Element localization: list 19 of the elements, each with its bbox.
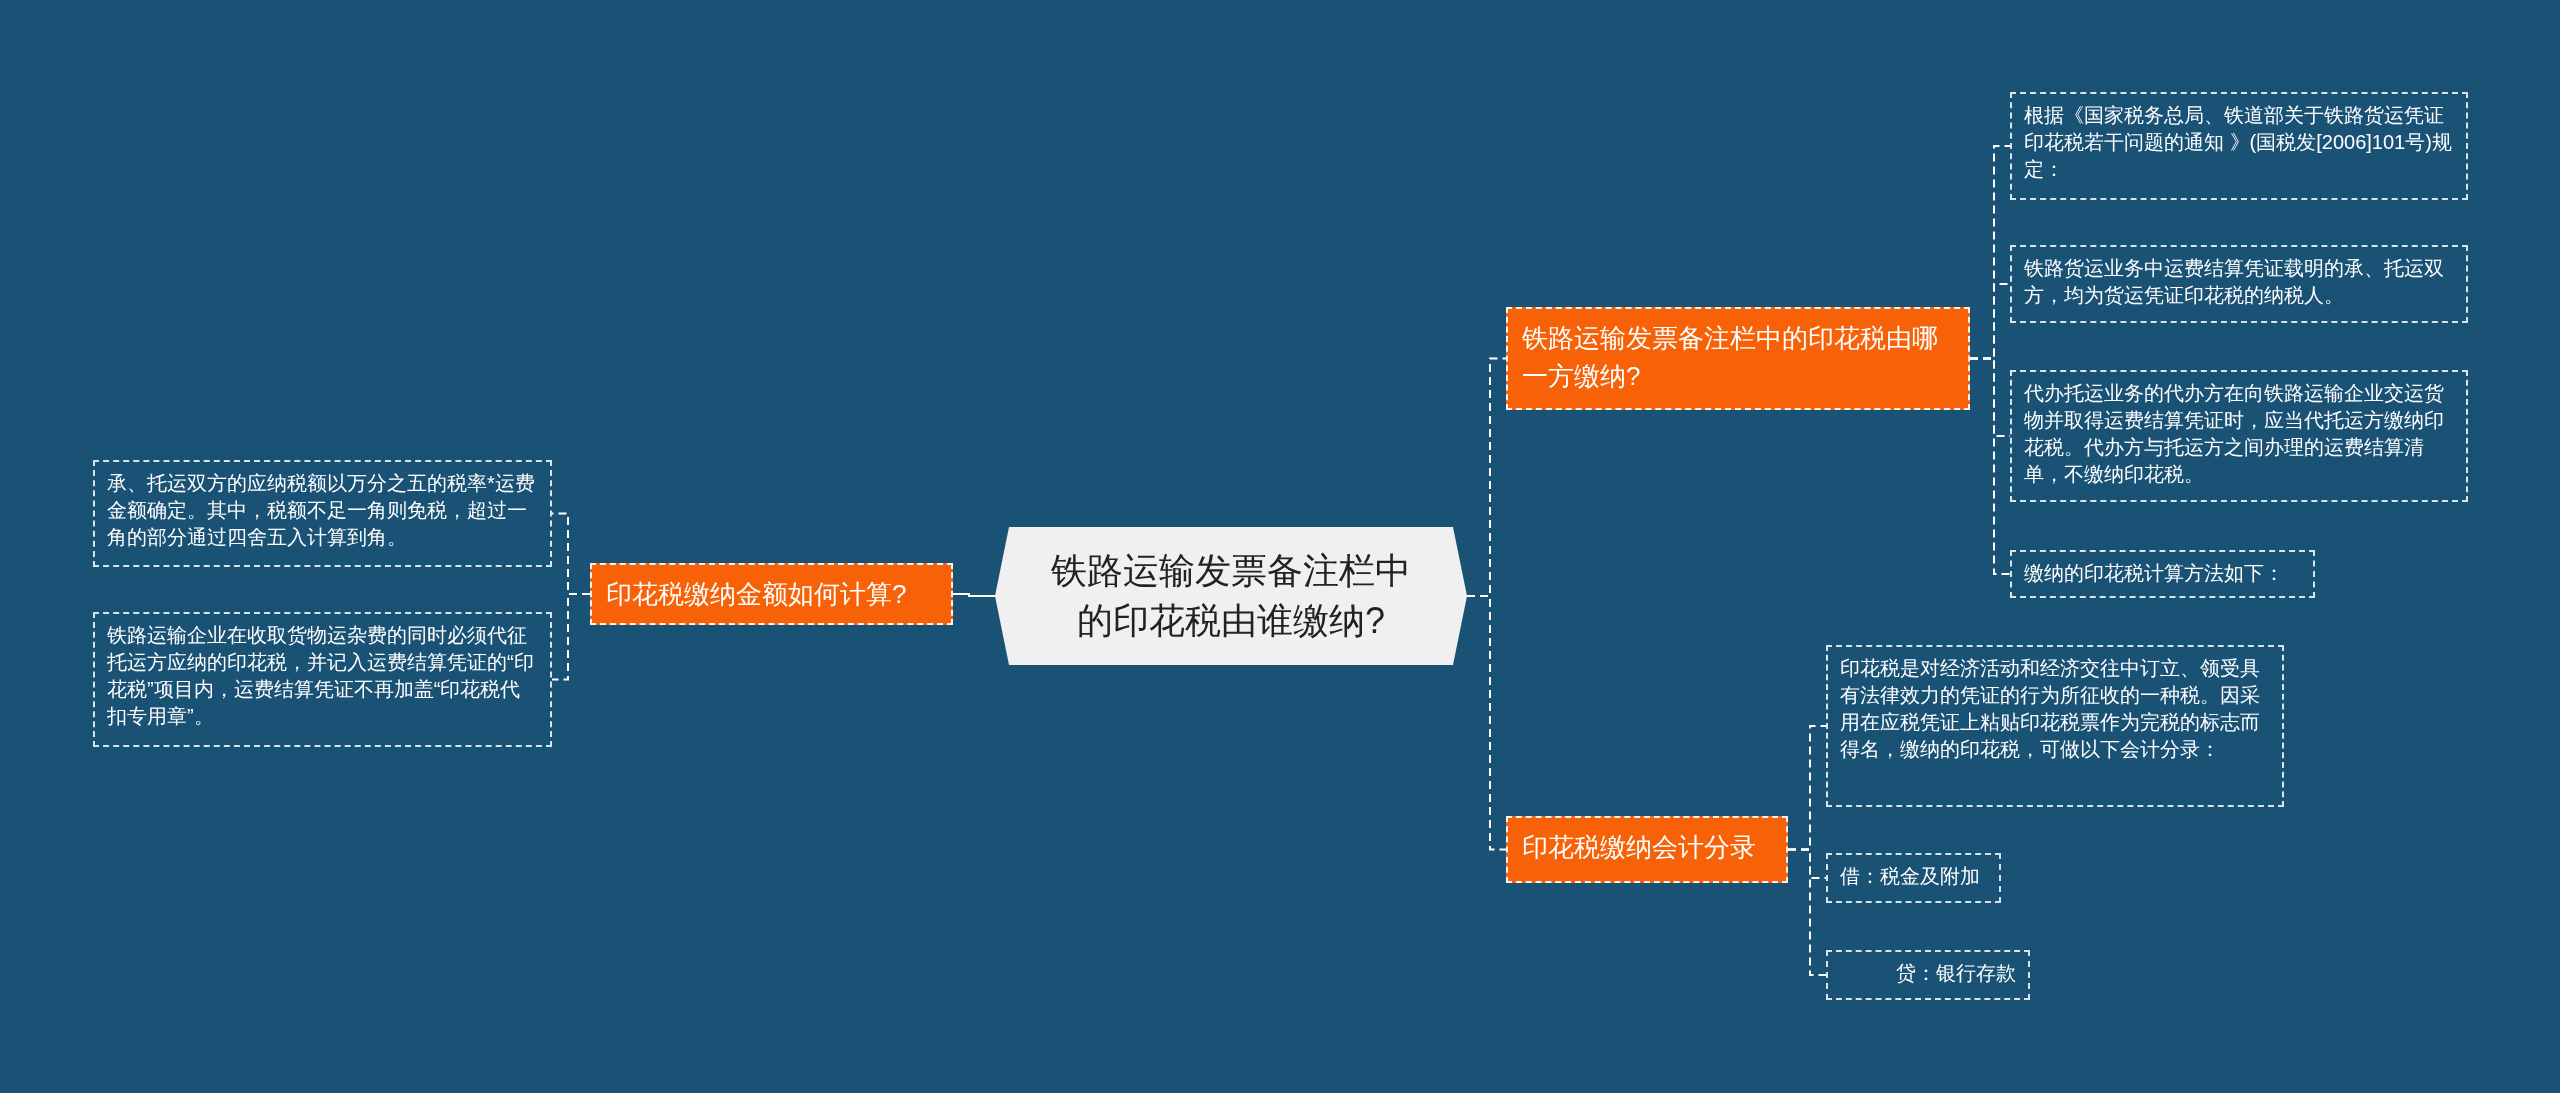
- topic-box: 铁路运输发票备注栏中的印花税由哪一方缴纳?: [1506, 307, 1970, 410]
- note-box: 铁路货运业务中运费结算凭证载明的承、托运双方，均为货运凭证印花税的纳税人。: [2010, 245, 2468, 323]
- connector-line: [551, 593, 591, 681]
- connector-line: [1466, 595, 1507, 851]
- note-box: 借：税金及附加: [1826, 853, 2001, 903]
- note-box: 承、托运双方的应纳税额以万分之五的税率*运费金额确定。其中，税额不足一角则免税，超过一角的部分通过四舍五入计算到角。: [93, 460, 552, 567]
- central-topic-hexagon: [995, 527, 1467, 665]
- topic-box: 印花税缴纳金额如何计算?: [590, 563, 953, 625]
- note-box: 根据《国家税务总局、铁道部关于铁路货运凭证印花税若干问题的通知 》(国税发[2006]101号)规定：: [2010, 92, 2468, 200]
- note-box: 印花税是对经济活动和经济交往中订立、领受具有法律效力的凭证的行为所征收的一种税。因采用在应税凭证上粘贴印花税票作为完税的标志而得名，缴纳的印花税，可做以下会计分录：: [1826, 645, 2284, 807]
- note-box: 代办托运业务的代办方在向铁路运输企业交运货物并取得运费结算凭证时，应当代托运方缴纳印花税。代办方与托运方之间办理的运费结算清单，不缴纳印花税。: [2010, 370, 2468, 502]
- note-box: 贷：银行存款: [1826, 950, 2030, 1000]
- note-box: 铁路运输企业在收取货物运杂费的同时必须代征托运方应纳的印花税，并记入运费结算凭证的“印花税”项目内，运费结算凭证不再加盖“印花税代扣专用章”。: [93, 612, 552, 747]
- connector-line: [1969, 357, 2011, 575]
- topic-text: 铁路运输发票备注栏中的印花税由谁缴纳?: [1050, 549, 1412, 643]
- connector-line: [952, 593, 996, 597]
- note-box: 缴纳的印花税计算方法如下：: [2010, 550, 2315, 598]
- topic-box: 印花税缴纳会计分录: [1506, 816, 1788, 883]
- connector-line: [1787, 848, 1827, 976]
